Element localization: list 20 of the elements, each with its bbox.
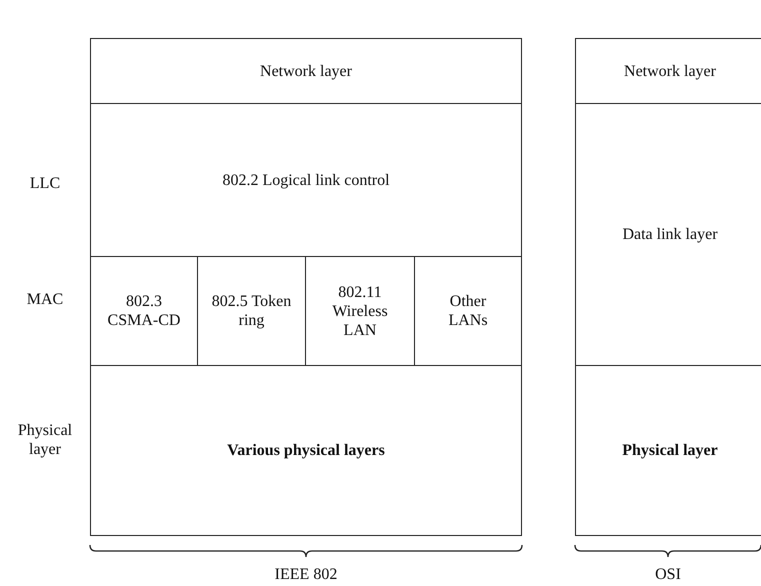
layer-box — [575, 38, 761, 104]
layer-box — [90, 103, 522, 257]
layer-name: 802.3 CSMA-CD — [106, 292, 182, 330]
layer-name: 802.5 Token ring — [210, 292, 292, 330]
brace-label: IEEE 802 — [274, 565, 338, 584]
sublayer-label: Physical layer — [16, 421, 74, 459]
brace-label: OSI — [654, 565, 682, 584]
layer-name: Network layer — [624, 62, 716, 80]
layer-name: Data link layer — [622, 225, 718, 244]
layer-box — [90, 38, 522, 104]
layer-name: 802.2 Logical link control — [222, 170, 390, 190]
layer-box — [90, 365, 522, 536]
layer-name: Various physical layers — [227, 441, 385, 460]
layer-name: Other LANs — [447, 292, 489, 330]
layer-box — [575, 365, 761, 536]
layer-name: Network layer — [260, 62, 352, 80]
sublayer-label: LLC — [28, 174, 62, 193]
layer-name: 802.11 Wireless LAN — [331, 282, 389, 340]
layer-name: Physical layer — [622, 441, 718, 460]
sublayer-label: MAC — [26, 290, 64, 309]
